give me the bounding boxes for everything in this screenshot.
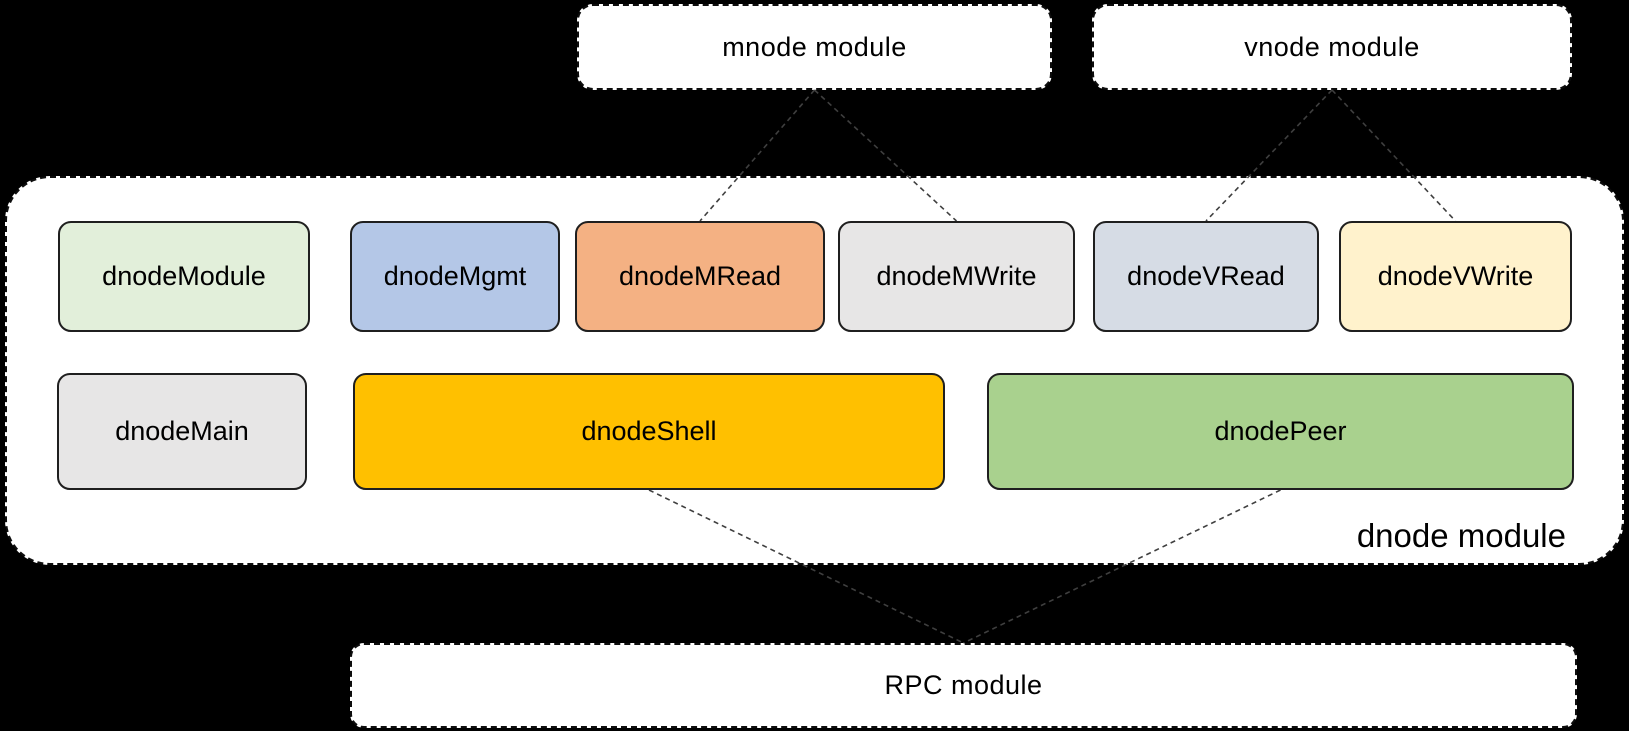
component-label-dnodeShell: dnodeShell xyxy=(581,416,717,446)
rpc-module-label: RPC module xyxy=(884,670,1043,700)
component-box-dnodeVWrite: dnodeVWrite xyxy=(1339,221,1572,332)
vnode-module-label: vnode module xyxy=(1244,31,1420,62)
component-label-dnodeModule: dnodeModule xyxy=(102,261,266,291)
component-label-dnodePeer: dnodePeer xyxy=(1214,416,1347,446)
component-box-dnodeMWrite: dnodeMWrite xyxy=(838,221,1075,332)
component-label-dnodeMRead: dnodeMRead xyxy=(618,261,782,291)
component-label-dnodeMain: dnodeMain xyxy=(115,416,249,446)
component-box-dnodeMain: dnodeMain xyxy=(57,373,307,490)
component-box-dnodeModule: dnodeModule xyxy=(58,221,310,332)
component-label-dnodeVRead: dnodeVRead xyxy=(1127,261,1285,291)
dnode-module-label: dnode module xyxy=(1356,517,1566,554)
component-box-dnodeMRead: dnodeMRead xyxy=(575,221,825,332)
vnode-module-box: vnode module xyxy=(1092,4,1572,90)
component-label-dnodeMgmt: dnodeMgmt xyxy=(383,261,527,291)
component-box-dnodePeer: dnodePeer xyxy=(987,373,1574,490)
component-box-dnodeMgmt: dnodeMgmt xyxy=(350,221,560,332)
component-label-dnodeMWrite: dnodeMWrite xyxy=(876,261,1037,291)
component-box-dnodeVRead: dnodeVRead xyxy=(1093,221,1319,332)
mnode-module-label: mnode module xyxy=(722,31,907,62)
component-box-dnodeShell: dnodeShell xyxy=(353,373,945,490)
mnode-module-box: mnode module xyxy=(577,4,1052,90)
component-label-dnodeVWrite: dnodeVWrite xyxy=(1377,261,1534,291)
rpc-module-box: RPC module xyxy=(350,643,1577,728)
